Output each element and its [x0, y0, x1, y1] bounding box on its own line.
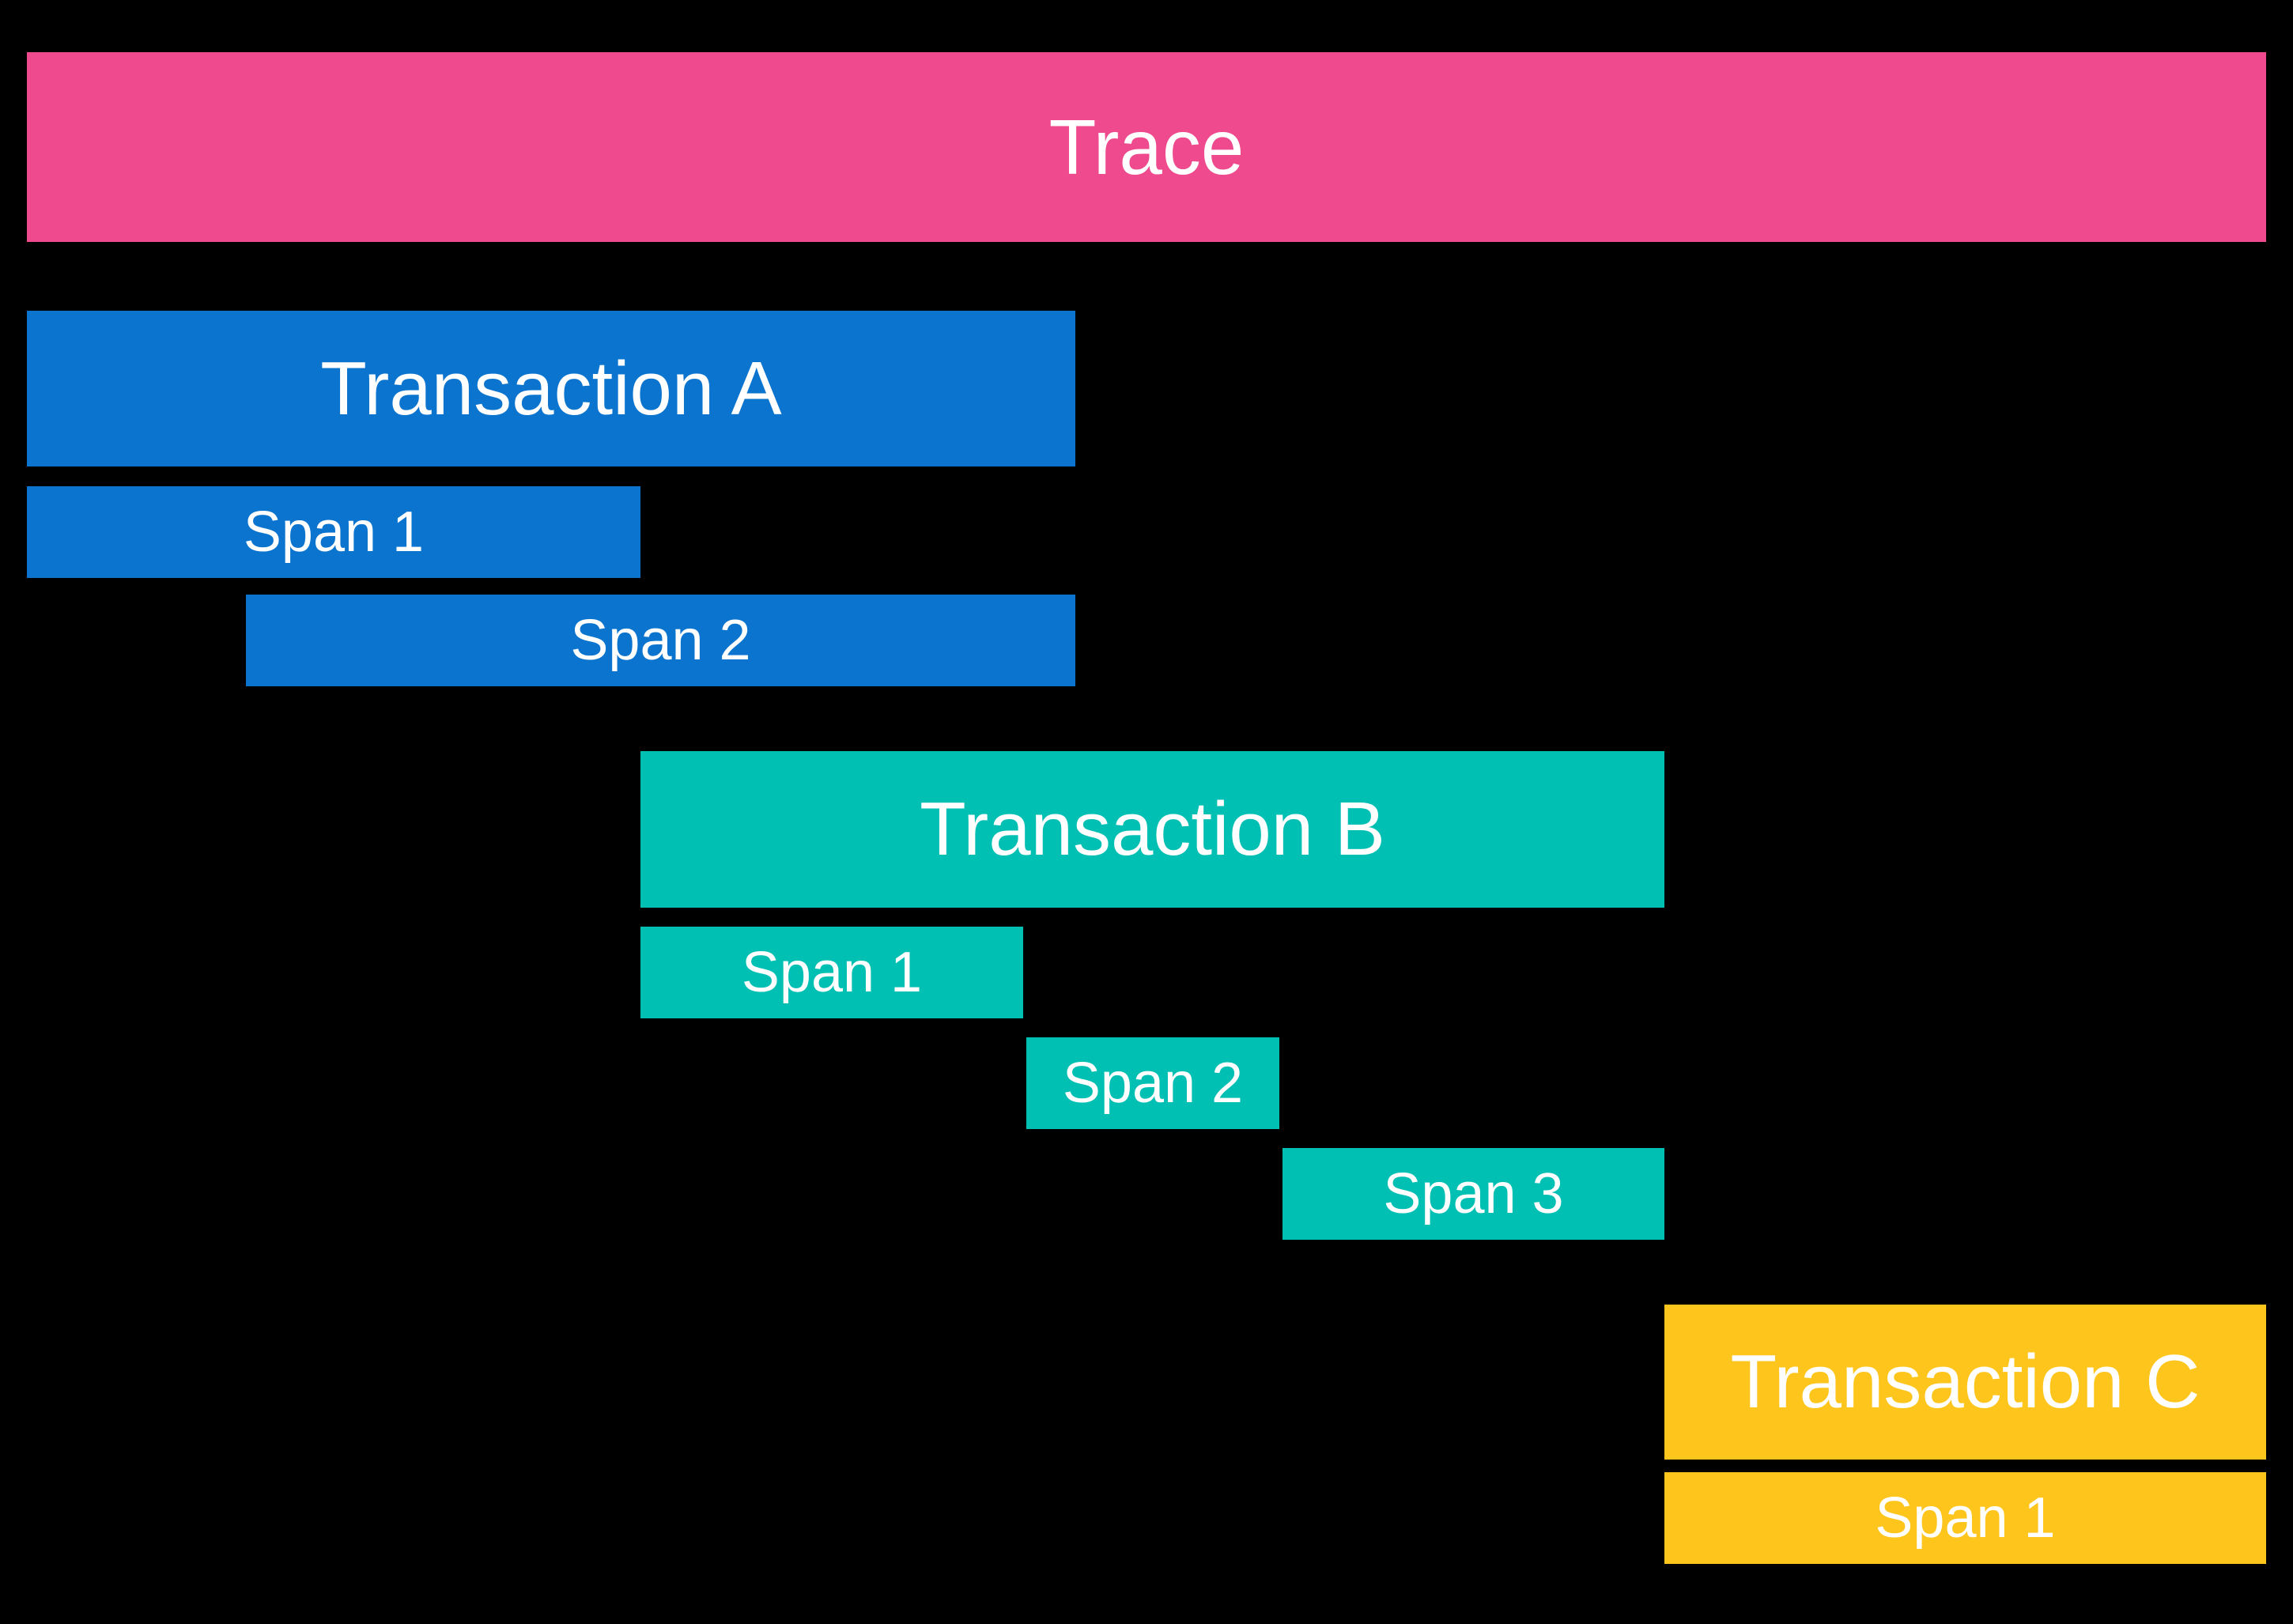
transaction-c-span-1-label: Span 1	[1875, 1486, 2056, 1550]
transaction-b-bar: Transaction B	[640, 751, 1664, 908]
transaction-b-span-1-bar: Span 1	[640, 927, 1023, 1018]
transaction-a-label: Transaction A	[320, 346, 782, 431]
trace-bar: Trace	[27, 52, 2266, 242]
transaction-a-span-2-label: Span 2	[570, 609, 751, 672]
transaction-b-span-3-bar: Span 3	[1282, 1148, 1664, 1240]
transaction-a-span-1-label: Span 1	[243, 500, 425, 564]
transaction-b-span-2-bar: Span 2	[1026, 1037, 1279, 1129]
transaction-b-span-1-label: Span 1	[741, 941, 923, 1004]
transaction-c-bar: Transaction C	[1664, 1305, 2266, 1460]
transaction-c-span-1-bar: Span 1	[1664, 1472, 2266, 1564]
transaction-a-span-1-bar: Span 1	[27, 486, 640, 578]
transaction-c-label: Transaction C	[1730, 1339, 2200, 1424]
trace-label: Trace	[1048, 104, 1245, 191]
transaction-a-bar: Transaction A	[27, 311, 1075, 466]
transaction-b-span-3-label: Span 3	[1383, 1162, 1564, 1226]
transaction-a-span-2-bar: Span 2	[246, 595, 1075, 686]
transaction-b-label: Transaction B	[920, 787, 1385, 871]
transaction-b-span-2-label: Span 2	[1062, 1052, 1244, 1115]
